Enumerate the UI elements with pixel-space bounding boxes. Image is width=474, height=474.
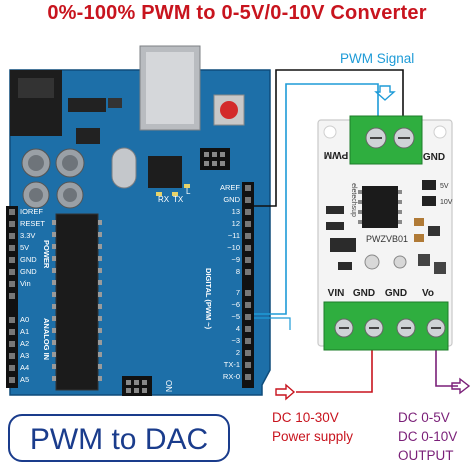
pin-label-5: ~5 — [231, 312, 240, 321]
power-section-label: POWER — [42, 240, 51, 269]
input-label-pwm: PWM — [324, 149, 348, 160]
pin-label-vin: Vin — [20, 279, 31, 288]
pin-label-a2: A2 — [20, 339, 29, 348]
output-label-gnd-1: GND — [353, 288, 375, 299]
jumper-label-5v: 5V — [440, 183, 449, 190]
pin-label-7: 7 — [236, 288, 240, 297]
pin-label-gnd-1: GND — [20, 255, 37, 264]
left-header-labels: IOREF RESET 3.3V 5V GND GND Vin A0 A1 A2… — [20, 207, 45, 384]
module-chip — [362, 186, 398, 228]
output-label: DC 0-5V DC 0-10V OUTPUT — [398, 408, 457, 465]
power-label-line-1: DC 10-30V — [272, 410, 339, 425]
crystal — [111, 147, 137, 189]
pin-label-11: ~11 — [228, 231, 240, 240]
input-label-gnd: GND — [423, 152, 445, 163]
power-label-line-2: Power supply — [272, 429, 354, 444]
microcontroller-chip — [55, 213, 99, 391]
page-title: 0%-100% PWM to 0-5V/0-10V Converter — [47, 2, 427, 24]
pin-label-6: ~6 — [231, 300, 240, 309]
pin-label-rx: RX-0 — [223, 372, 240, 381]
led-label-l: L — [186, 187, 191, 196]
blue-wire-return — [254, 317, 291, 330]
pin-label-13: 13 — [232, 207, 240, 216]
pin-label-8: 8 — [236, 267, 240, 276]
pin-label-5v: 5V — [20, 243, 29, 252]
blue-wire — [254, 83, 379, 315]
output-label-gnd-2: GND — [385, 288, 407, 299]
pin-label-gnd: GND — [223, 195, 240, 204]
pin-label-a5: A5 — [20, 375, 29, 384]
usb-chip — [148, 156, 182, 188]
pin-label-a4: A4 — [20, 363, 29, 372]
pin-label-reset: RESET — [20, 219, 45, 228]
pin-label-tx: TX-1 — [224, 360, 240, 369]
pin-label-4: 4 — [236, 324, 240, 333]
pcb-model-label: PWZVB01 — [366, 234, 408, 244]
pin-label-a0: A0 — [20, 315, 29, 324]
arduino-board: RX TX L ON — [6, 45, 271, 396]
output-label-line-1: DC 0-5V — [398, 410, 450, 425]
wires — [254, 69, 458, 393]
reset-button — [213, 94, 245, 126]
power-wire — [296, 346, 373, 393]
right-header-labels: AREF GND 13 12 ~11 ~10 ~9 8 7 ~6 ~5 4 ~3… — [220, 183, 241, 381]
pin-label-gnd-2: GND — [20, 267, 37, 276]
led-label-tx: TX — [173, 195, 184, 204]
pwm-to-dac-badge: PWM to DAC — [8, 414, 230, 462]
pin-label-10: ~10 — [227, 243, 240, 252]
converter-module: PWM GND eletechsup PWZVB01 PWZVB01 5V 10… — [317, 115, 453, 351]
led-label-rx: RX — [158, 195, 170, 204]
black-wire — [254, 69, 404, 207]
pin-label-a1: A1 — [20, 327, 29, 336]
pwm-arrow-icon — [374, 85, 396, 101]
on-led-label: ON — [164, 380, 173, 392]
analog-section-label: ANALOG IN — [42, 318, 51, 360]
pin-label-2: 2 — [236, 348, 240, 357]
output-wire — [435, 346, 458, 387]
digital-section-label: DIGITAL (PWM ~) — [204, 268, 213, 330]
output-label-line-3: OUTPUT — [398, 448, 454, 463]
pin-label-3: ~3 — [231, 336, 240, 345]
pwm-signal-label: PWM Signal — [340, 51, 415, 66]
output-arrow-icon — [451, 377, 471, 395]
capacitor — [21, 148, 85, 209]
output-label-line-2: DC 0-10V — [398, 429, 458, 444]
pin-label-ioref: IOREF — [20, 207, 43, 216]
output-label-vo: Vo — [422, 288, 434, 299]
power-arrow-icon — [275, 383, 296, 401]
pin-label-aref: AREF — [220, 183, 240, 192]
power-supply-label: DC 10-30V Power supply — [272, 408, 353, 446]
pin-label-3v3: 3.3V — [20, 231, 35, 240]
pin-label-a3: A3 — [20, 351, 29, 360]
jumper-label-10v: 10V — [440, 199, 453, 206]
output-label-vin: VIN — [328, 288, 345, 299]
brand-label: eletechsup — [350, 183, 357, 217]
pin-label-12: 12 — [232, 219, 240, 228]
pin-label-9: ~9 — [231, 255, 240, 264]
